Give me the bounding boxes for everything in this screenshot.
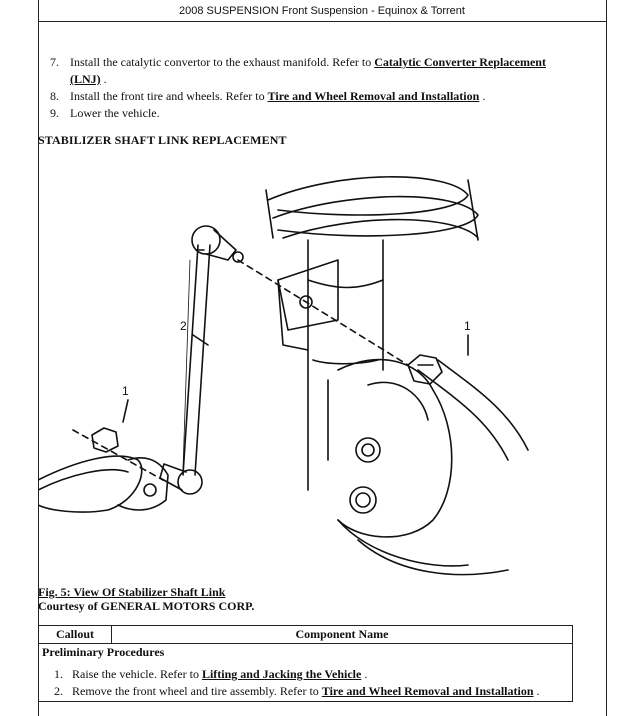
- step-text: Raise the vehicle. Refer to: [72, 667, 202, 681]
- list-item: 1. Raise the vehicle. Refer to Lifting a…: [42, 666, 569, 683]
- stabilizer-shaft-link: [159, 225, 244, 495]
- step-number: 9.: [50, 106, 59, 120]
- callout-table: Callout Component Name Preliminary Proce…: [38, 625, 573, 702]
- strut-body: [307, 239, 384, 491]
- page-border-right: [606, 0, 607, 716]
- lower-alignment-line: [72, 429, 164, 481]
- stabilizer-bar: [37, 455, 169, 513]
- steps-list: 7. Install the catalytic convertor to th…: [38, 54, 578, 122]
- callout-leader-2: [192, 334, 209, 346]
- link-bracket: [277, 259, 339, 351]
- lifting-jacking-link[interactable]: Lifting and Jacking the Vehicle: [201, 667, 362, 681]
- tire-wheel-link[interactable]: Tire and Wheel Removal and Installation: [267, 89, 480, 103]
- coil-spring: [265, 176, 479, 241]
- procedures-cell: Preliminary Procedures 1. Raise the vehi…: [38, 643, 573, 702]
- step-text: Lower the vehicle.: [70, 106, 160, 120]
- callout-leader-1-left: [122, 399, 129, 423]
- step-number: 1.: [54, 667, 63, 681]
- step-number: 8.: [50, 89, 59, 103]
- link-upper-nut: [407, 354, 443, 385]
- table-header-callout: Callout: [38, 625, 112, 644]
- step-number: 7.: [50, 55, 59, 69]
- step-tail: .: [100, 72, 107, 86]
- page-border-left: [38, 0, 39, 716]
- step-item: 8. Install the front tire and wheels. Re…: [38, 88, 578, 105]
- page-header: 2008 SUSPENSION Front Suspension - Equin…: [38, 0, 606, 22]
- step-tail: .: [533, 684, 540, 698]
- link-lower-nut: [91, 427, 119, 453]
- step-item: 7. Install the catalytic convertor to th…: [38, 54, 578, 88]
- header-title: 2008 SUSPENSION Front Suspension - Equin…: [179, 5, 465, 17]
- step-text: Install the catalytic convertor to the e…: [70, 55, 375, 69]
- stabilizer-link-illustration: 1 2 1: [37, 160, 598, 580]
- table-header-row: Callout Component Name: [38, 625, 573, 644]
- list-item: 2. Remove the front wheel and tire assem…: [42, 683, 569, 700]
- step-tail: .: [479, 89, 486, 103]
- section-title: STABILIZER SHAFT LINK REPLACEMENT: [38, 133, 287, 147]
- table-header-component: Component Name: [111, 625, 573, 644]
- figure-caption: Fig. 5: View Of Stabilizer Shaft Link: [38, 585, 226, 599]
- callout-label-1-left: 1: [122, 384, 129, 398]
- callout-label-1-right: 1: [464, 319, 471, 333]
- upper-alignment-line: [237, 259, 409, 366]
- callout-label-2: 2: [180, 319, 187, 333]
- preliminary-procedures-title: Preliminary Procedures: [42, 645, 165, 659]
- step-text: Remove the front wheel and tire assembly…: [72, 684, 322, 698]
- step-item: 9. Lower the vehicle.: [38, 105, 578, 122]
- step-text: Install the front tire and wheels. Refer…: [70, 89, 268, 103]
- step-tail: .: [361, 667, 368, 681]
- catalytic-converter-link[interactable]: Catalytic Converter Replacement (LNJ): [70, 55, 546, 86]
- step-number: 2.: [54, 684, 63, 698]
- table-row: Preliminary Procedures 1. Raise the vehi…: [38, 643, 573, 702]
- figure-courtesy: Courtesy of GENERAL MOTORS CORP.: [38, 599, 255, 613]
- procedures-list: 1. Raise the vehicle. Refer to Lifting a…: [42, 666, 569, 700]
- steering-knuckle: [337, 358, 529, 576]
- tire-wheel-link-2[interactable]: Tire and Wheel Removal and Installation: [321, 684, 534, 698]
